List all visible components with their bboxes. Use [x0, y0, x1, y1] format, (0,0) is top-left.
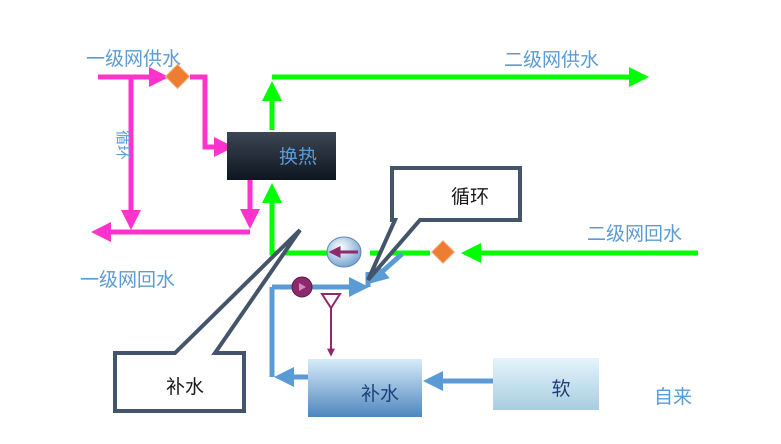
funnel-icon — [320, 293, 342, 310]
callout-makeup-bubble — [113, 228, 302, 413]
heat-exchanger-box — [227, 132, 336, 180]
primary-supply-label: 一级网供水 — [86, 48, 181, 70]
callout-circulation-bubble — [366, 166, 522, 282]
callout-makeup: 补水 — [113, 228, 302, 413]
tap-water-label: 自来 — [654, 386, 692, 408]
secondary-loop — [262, 67, 698, 265]
softener-label: 软 — [551, 378, 570, 400]
secondary-valve-icon — [430, 239, 456, 265]
softener: 软 — [493, 358, 599, 410]
heat-exchanger: 换热 — [227, 132, 336, 180]
circulation-pump — [326, 236, 362, 268]
callout-makeup-label: 补水 — [166, 376, 204, 398]
circulation-return-arrow — [368, 252, 404, 284]
primary-return-label: 一级网回水 — [80, 269, 175, 291]
makeup-tank-label: 补水 — [361, 383, 399, 405]
circulation-vertical-label: 循环 — [114, 130, 132, 160]
makeup-tank: 补水 — [308, 359, 422, 417]
secondary-to-exchanger-pipe — [262, 183, 330, 256]
heat-exchanger-label: 换热 — [279, 146, 317, 168]
overflow-indicator — [320, 293, 342, 357]
makeup-pump-arrow — [299, 283, 306, 291]
softener-box — [493, 358, 599, 410]
primary-to-exchanger-pipe — [190, 74, 234, 157]
callout-circulation-label: 循环 — [451, 186, 489, 208]
makeup-pump — [291, 276, 313, 298]
primary-loop — [91, 63, 260, 242]
secondary-return-label: 二级网回水 — [587, 223, 682, 245]
makeup-tank-box — [308, 359, 422, 417]
secondary-supply-label: 二级网供水 — [504, 49, 599, 71]
primary-valve-icon — [164, 63, 191, 90]
callout-circulation: 循环 — [366, 166, 522, 282]
